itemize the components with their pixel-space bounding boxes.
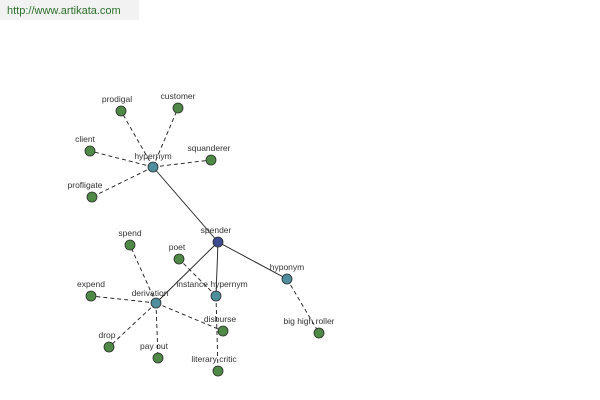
node-poet[interactable] [173,253,185,265]
node-hypernym[interactable] [147,161,159,173]
node-profligate[interactable] [86,191,98,203]
node-label-prodigal: prodigal [102,94,132,104]
graph-nodes [84,102,325,377]
node-label-spend: spend [118,228,141,238]
node-customer[interactable] [172,102,184,114]
node-label-customer: customer [161,91,196,101]
node-label-instance-hypernym: instance hypernym [176,279,247,289]
node-disburse[interactable] [217,325,229,337]
node-client[interactable] [84,145,96,157]
node-literary-critic[interactable] [212,365,224,377]
graph-edges [89,107,320,372]
node-expend[interactable] [85,290,97,302]
node-big-high-roller[interactable] [313,327,325,339]
edge-hypernym-to-customer [152,107,179,168]
node-derivation[interactable] [150,297,162,309]
node-label-hypernym: hypernym [134,151,171,161]
edge-spender-to-derivation [155,241,219,304]
edge-hyponym-to-big-high-roller [286,278,320,334]
node-spend[interactable] [124,239,136,251]
edge-spender-to-hyponym [217,241,288,280]
node-label-disburse: disburse [204,314,236,324]
node-label-squanderer: squanderer [187,143,230,153]
node-label-derivation: derivation [132,288,169,298]
node-instance-hypernym[interactable] [210,290,222,302]
node-label-pay-out: pay out [140,341,169,351]
node-label-expend: expend [77,279,105,289]
edge-derivation-to-expend [90,295,157,304]
node-label-profligate: profligate [68,180,103,190]
node-label-poet: poet [169,242,186,252]
node-pay-out[interactable] [152,352,164,364]
node-label-hyponym: hyponym [270,262,305,272]
node-label-literary-critic: literary critic [191,354,237,364]
edge-hypernym-to-prodigal [120,110,154,168]
edge-instance-hypernym-to-poet [178,258,217,297]
node-label-drop: drop [98,330,115,340]
node-drop[interactable] [103,341,115,353]
node-prodigal[interactable] [115,105,127,117]
edge-derivation-to-drop [108,302,157,348]
edge-derivation-to-pay-out [155,302,159,359]
node-spender[interactable] [212,236,224,248]
edge-derivation-to-disburse [155,302,224,332]
node-label-spender: spender [201,225,232,235]
edge-derivation-to-spend [129,244,157,304]
edge-instance-hypernym-to-literary-critic [215,295,219,372]
edge-spender-to-hypernym [152,166,219,243]
source-url-link[interactable]: http://www.artikata.com [0,0,139,20]
node-hyponym[interactable] [281,273,293,285]
node-squanderer[interactable] [205,154,217,166]
node-label-big-high-roller: big high roller [283,316,334,326]
edge-hypernym-to-profligate [91,166,154,198]
edge-hypernym-to-squanderer [152,159,212,168]
edge-spender-to-instance-hypernym [215,241,219,297]
graph-labels: spender hypernym derivation instance hypern… [68,91,335,364]
edge-hypernym-to-client [89,150,154,168]
node-label-client: client [75,134,95,144]
